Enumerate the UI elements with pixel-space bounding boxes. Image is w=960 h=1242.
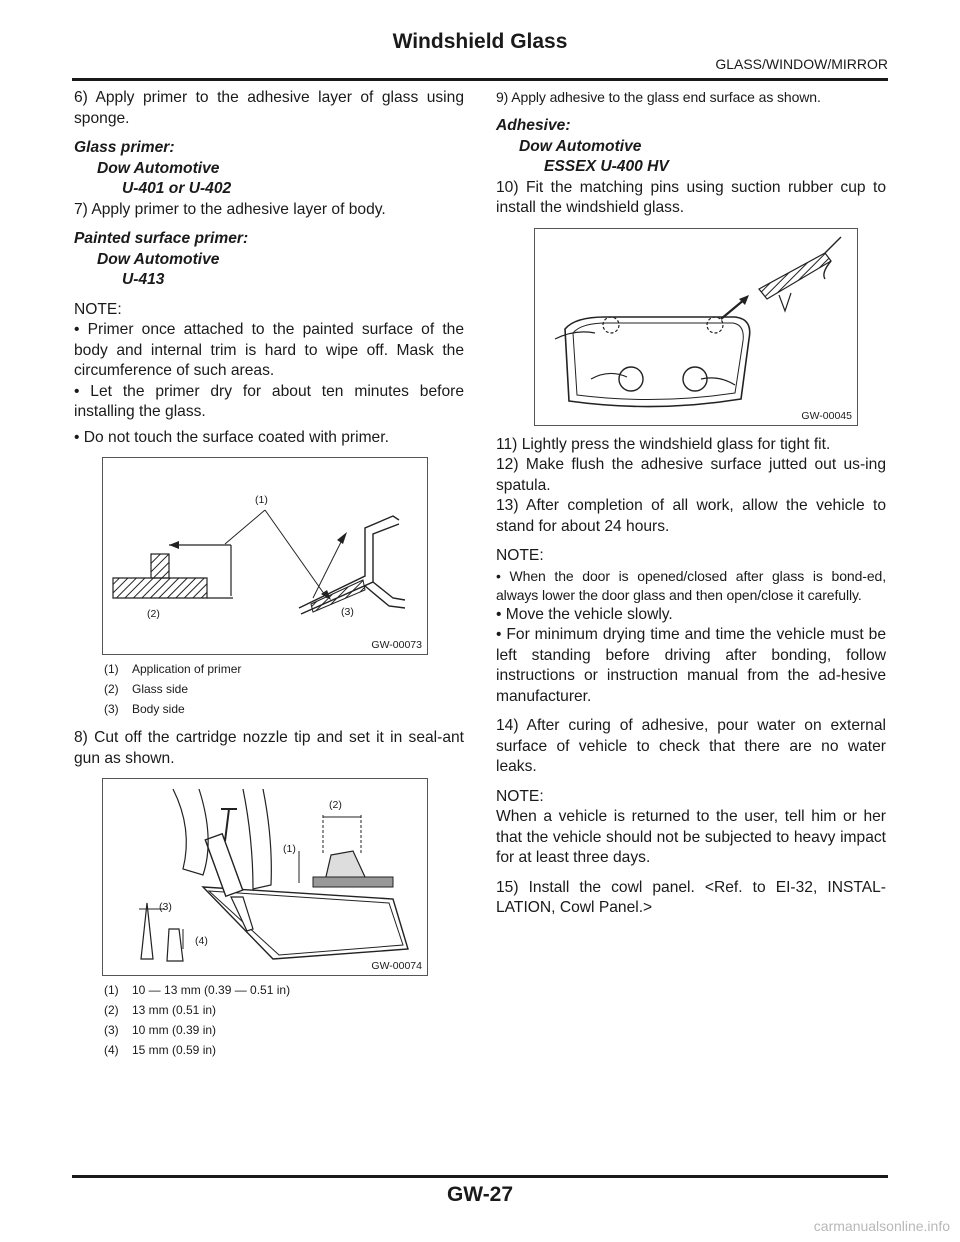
primer-diagram: [112, 509, 406, 615]
spec-glass-primer-label: Glass primer:: [74, 139, 175, 156]
spec-glass-primer-product: U-401 or U-402: [122, 180, 232, 197]
step-15: 15) Install the cowl panel. <Ref. to EI-…: [496, 878, 886, 917]
left-column: 6) Apply primer to the adhesive layer of…: [74, 88, 464, 1060]
note-item: • Do not touch the surface coated with p…: [74, 428, 389, 446]
figure-windshield-install: GW-00045: [534, 227, 858, 426]
step-7: 7) Apply primer to the adhesive layer of…: [74, 200, 386, 218]
spec-adhesive-maker: Dow Automotive: [519, 137, 642, 155]
spec-painted-primer-product: U-413: [122, 271, 165, 288]
step-14: 14) After curing of adhesive, pour water…: [496, 717, 886, 775]
callout-1: (1): [255, 494, 268, 506]
legend-item: (2)Glass side: [104, 682, 189, 696]
step-8: 8) Cut off the cartridge nozzle tip and …: [74, 729, 464, 767]
step-6: 6) Apply primer to the adhesive layer of…: [74, 89, 464, 127]
note-item: • Primer once attached to the painted su…: [74, 321, 464, 379]
step-9: 9) Apply adhesive to the glass end surfa…: [496, 89, 821, 105]
note-item: • Let the primer dry for about ten minut…: [74, 382, 464, 421]
figure-code: GW-00045: [801, 409, 852, 422]
note-item: • Move the vehicle slowly.: [496, 605, 673, 623]
step-11: 11) Lightly press the windshield glass f…: [496, 435, 831, 453]
legend-item: (2)13 mm (0.51 in): [104, 1003, 217, 1017]
legend-item: (1)10 — 13 mm (0.39 — 0.51 in): [104, 983, 291, 997]
step-13: 13) After completion of all work, allow …: [496, 497, 886, 535]
header-divider: [72, 78, 888, 81]
spec-painted-primer-maker: Dow Automotive: [97, 250, 220, 268]
note-text: When a vehicle is returned to the user, …: [496, 808, 886, 866]
footer-divider: [72, 1175, 888, 1178]
callout-2: (2): [329, 799, 342, 811]
page-number: GW-27: [446, 1183, 514, 1206]
page-title: Windshield Glass: [392, 30, 568, 53]
note-item: • For minimum drying time and time the v…: [496, 626, 886, 705]
figure-nozzle-cut: (1) (2) (3) (4) GW-00074: [102, 778, 428, 976]
right-column: 9) Apply adhesive to the glass end surfa…: [496, 88, 886, 919]
spec-painted-primer-label: Painted surface primer:: [74, 230, 249, 247]
figure-code: GW-00073: [371, 639, 422, 651]
callout-2: (2): [147, 608, 160, 620]
figure-legend: (1)Application of primer (2)Glass side (…: [102, 659, 464, 719]
note-label: NOTE:: [496, 787, 544, 805]
legend-item: (3)Body side: [104, 702, 185, 716]
step-10: 10) Fit the matching pins using suction …: [496, 178, 886, 217]
windshield-diagram: [554, 236, 842, 407]
nozzle-diagram: [139, 788, 409, 962]
callout-1: (1): [283, 843, 296, 855]
watermark-text: carmanualsonline.info: [813, 1218, 950, 1234]
figure-code: GW-00074: [371, 960, 422, 972]
note-item: • When the door is opened/closed after g…: [496, 567, 886, 603]
callout-3: (3): [159, 901, 172, 913]
spec-adhesive-label: Adhesive:: [496, 117, 571, 134]
figure-primer-application: (1) (2) (3) GW-00073: [102, 457, 428, 655]
step-12: 12) Make flush the adhesive surface jutt…: [496, 456, 886, 494]
section-name: GLASS/WINDOW/MIRROR: [715, 56, 888, 72]
legend-item: (1)Application of primer: [104, 662, 242, 676]
spec-adhesive-product: ESSEX U-400 HV: [544, 158, 669, 175]
legend-item: (4)15 mm (0.59 in): [104, 1043, 217, 1057]
note-label: NOTE:: [74, 300, 122, 318]
callout-3: (3): [341, 606, 354, 618]
callout-4: (4): [195, 935, 208, 947]
spec-glass-primer-maker: Dow Automotive: [97, 159, 220, 177]
note-label: NOTE:: [496, 547, 544, 564]
figure-legend: (1)10 — 13 mm (0.39 — 0.51 in) (2)13 mm …: [102, 980, 464, 1060]
legend-item: (3)10 mm (0.39 in): [104, 1023, 217, 1037]
